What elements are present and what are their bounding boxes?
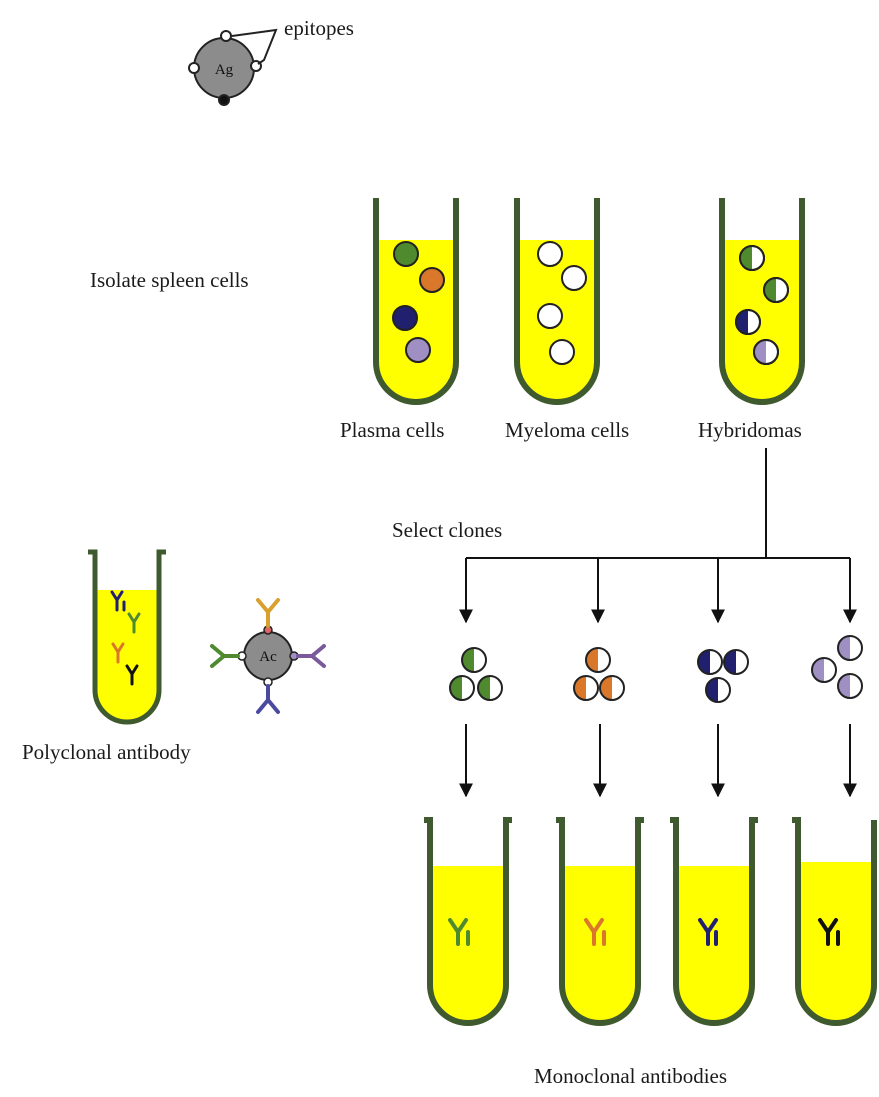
select-clones-arrows	[466, 448, 850, 622]
tube-monoclonal-black	[792, 820, 876, 1025]
plasma-cells-label: Plasma cells	[340, 420, 444, 441]
tube-monoclonal-green	[424, 820, 512, 1025]
antigen-label: Ag	[215, 62, 234, 78]
clone-cluster-orange	[574, 648, 624, 700]
tube-polyclonal	[88, 552, 166, 724]
myeloma-cells-label: Myeloma cells	[505, 420, 629, 441]
clone-cluster-green	[450, 648, 502, 700]
monoclonal-antibodies-label: Monoclonal antibodies	[534, 1066, 727, 1087]
clone-cluster-lavender	[812, 636, 862, 698]
tube-monoclonal-navy	[670, 820, 758, 1025]
epitopes-label: epitopes	[284, 18, 354, 39]
clone-to-tube-arrows	[466, 724, 850, 796]
polyclonal-antibody-label: Polyclonal antibody	[22, 742, 191, 763]
tube-myeloma-cells	[517, 198, 597, 402]
clone-cluster-navy	[698, 650, 748, 702]
select-clones-label: Select clones	[392, 520, 502, 541]
hybridomas-label: Hybridomas	[698, 420, 802, 441]
isolate-spleen-cells-label: Isolate spleen cells	[90, 270, 249, 291]
antigen-icon: Ag	[189, 30, 276, 105]
antigen-antibody-complex-icon: Ac	[212, 600, 324, 712]
tube-plasma-cells	[376, 198, 456, 402]
tube-hybridomas	[722, 198, 802, 402]
tube-monoclonal-orange	[556, 820, 644, 1025]
complex-label: Ac	[259, 649, 277, 665]
